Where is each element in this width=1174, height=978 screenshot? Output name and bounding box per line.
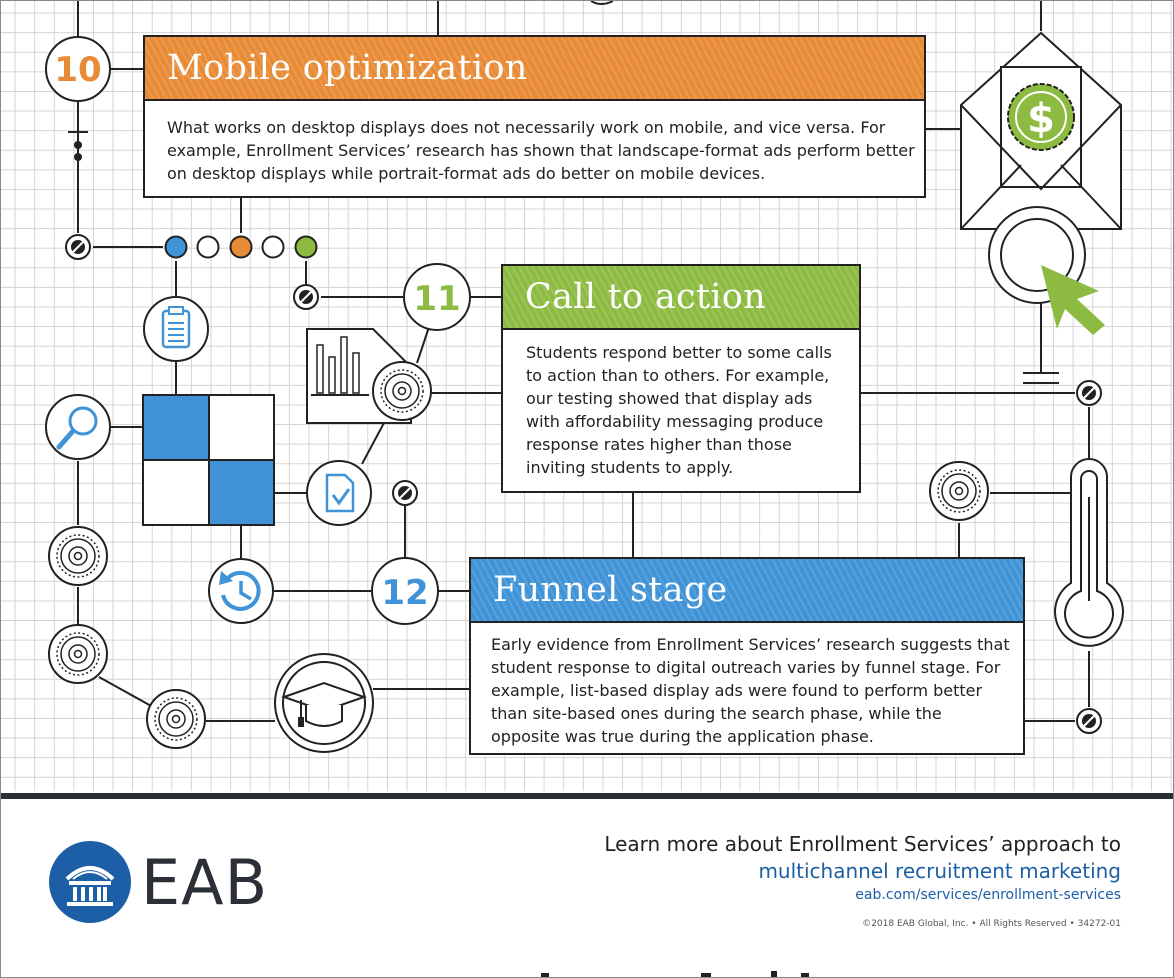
topic-link[interactable]: multichannel recruitment marketing — [758, 859, 1121, 883]
card-body-funnel-stage: Early evidence from Enrollment Services’… — [491, 635, 1010, 746]
card-body-mobile-optimization: What works on desktop displays does not … — [167, 118, 915, 183]
svg-text:10: 10 — [54, 50, 101, 90]
section-title: Funnel stage — [493, 570, 728, 610]
gear-icon — [929, 461, 989, 521]
status-dots — [164, 235, 318, 259]
svg-text:11: 11 — [413, 279, 460, 319]
number-circle-11: 11 — [403, 263, 471, 331]
separator-icon — [68, 131, 88, 161]
learn-more-text: Learn more about Enrollment Services’ ap… — [604, 832, 1121, 856]
graduation-cap-icon — [274, 653, 374, 753]
clipboard-icon — [143, 296, 209, 362]
footer: EAB Learn more about Enrollment Services… — [1, 799, 1173, 977]
gear-icon — [146, 689, 206, 749]
svg-text:12: 12 — [381, 573, 428, 613]
bolt-icon — [1076, 708, 1102, 734]
eab-logo-icon — [49, 841, 131, 923]
card-body-call-to-action: Students respond better to some calls to… — [526, 343, 832, 477]
copyright-text: ©2018 EAB Global, Inc. • All Rights Rese… — [862, 919, 1121, 929]
card-title-funnel-stage: Funnel stage — [469, 557, 1025, 623]
document-check-icon — [306, 460, 372, 526]
card-title-call-to-action: Call to action — [501, 264, 861, 330]
svg-text:$: $ — [1027, 96, 1055, 142]
section-title: Call to action — [525, 277, 766, 317]
bolt-icon — [65, 234, 91, 260]
bolt-icon — [392, 480, 418, 506]
footer-divider — [1, 793, 1173, 799]
clock-history-icon — [208, 558, 274, 624]
dollar-envelope-icon: $ — [960, 31, 1122, 230]
bar-chart-icon — [306, 328, 412, 424]
circuit-diagram: 10 11 12 $ — [45, 1, 1124, 753]
card-title-mobile-optimization: Mobile optimization — [143, 35, 926, 101]
gear-icon — [48, 624, 108, 684]
next-page-edge — [541, 971, 809, 977]
bolt-icon — [293, 284, 319, 310]
number-circle-12: 12 — [371, 557, 439, 625]
magnifier-icon — [45, 394, 111, 460]
cursor-click-icon — [988, 206, 1105, 335]
checker-blocks — [142, 394, 275, 526]
eab-logo-text: EAB — [141, 846, 269, 919]
url-link[interactable]: eab.com/services/enrollment-services — [855, 887, 1121, 903]
gear-icon — [372, 361, 432, 421]
bolt-icon — [1076, 380, 1102, 406]
connector-lines — [77, 1, 1090, 722]
section-title: Mobile optimization — [167, 48, 528, 88]
gear-icon — [48, 526, 108, 586]
number-circle-10: 10 — [45, 36, 111, 102]
thermometer-icon — [1054, 458, 1124, 647]
